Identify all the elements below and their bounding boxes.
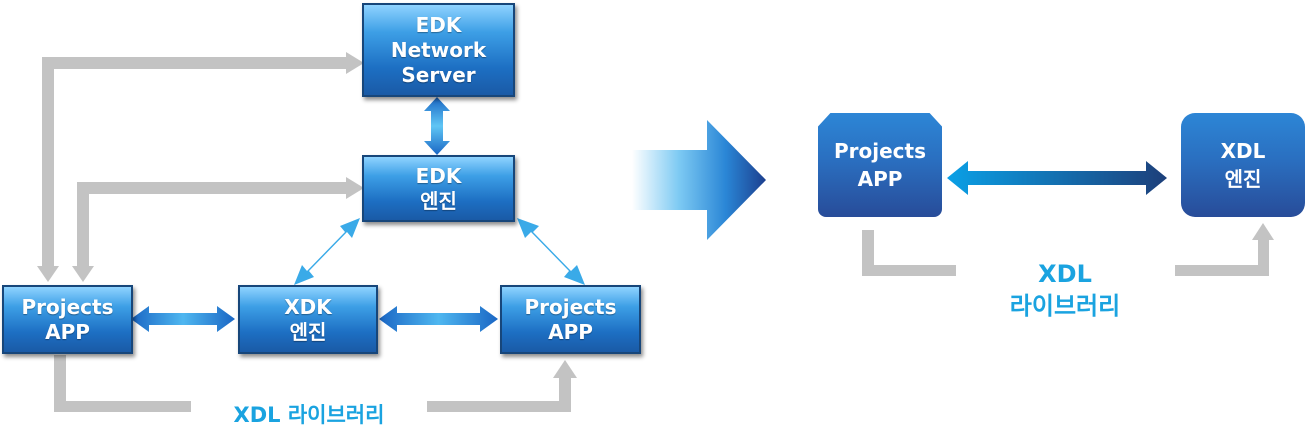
edk-engine-line-2: 엔진	[420, 188, 457, 213]
edk-network-server-box: EDK Network Server	[362, 3, 515, 97]
projects-app-left-box: Projects APP	[2, 285, 133, 354]
right-projects-app-line-2: APP	[857, 167, 903, 191]
double-arrow-projects-xdl	[947, 161, 1167, 195]
right-library-label-line-1: XDL	[1038, 260, 1092, 288]
transition-arrow-icon	[632, 120, 766, 240]
right-projects-app-box: Projects APP	[818, 113, 942, 217]
gray-connector-inner	[72, 177, 364, 282]
edk-network-server-line-3: Server	[401, 62, 476, 87]
left-library-label: XDL 라이브러리	[233, 403, 385, 427]
right-library-label: XDL 라이브러리	[975, 258, 1155, 322]
edk-network-server-line-1: EDK	[415, 12, 462, 37]
projects-app-left-line-1: Projects	[21, 294, 114, 319]
edk-network-server-line-2: Network	[390, 37, 487, 62]
right-xdl-engine-line-1: XDL	[1220, 139, 1266, 163]
edk-engine-line-1: EDK	[415, 163, 462, 188]
xdk-engine-line-2: 엔진	[289, 319, 327, 344]
gray-connector-right	[862, 223, 1274, 276]
double-arrow-edk-projects-right	[517, 218, 585, 285]
gray-connector-outer	[37, 52, 364, 282]
double-arrow-edk-xdk	[294, 218, 360, 285]
xdk-engine-line-1: XDK	[284, 294, 332, 319]
right-projects-app-line-1: Projects	[833, 139, 926, 163]
xdk-engine-box: XDK 엔진	[238, 285, 378, 354]
right-library-label-line-2: 라이브러리	[1009, 292, 1121, 320]
right-xdl-engine-line-2: 엔진	[1224, 167, 1262, 191]
projects-app-right-line-2: APP	[548, 319, 593, 344]
projects-app-right-box: Projects APP	[500, 285, 641, 354]
edk-engine-box: EDK 엔진	[362, 155, 515, 222]
gray-connector-bottom	[54, 355, 577, 412]
double-arrow-projects-xdk	[131, 306, 235, 332]
projects-app-right-line-1: Projects	[524, 294, 617, 319]
projects-app-left-line-2: APP	[45, 319, 90, 344]
double-arrow-xdk-projects	[379, 306, 498, 332]
right-xdl-engine-box: XDL 엔진	[1181, 113, 1305, 217]
double-arrow-server-edk	[424, 97, 450, 155]
